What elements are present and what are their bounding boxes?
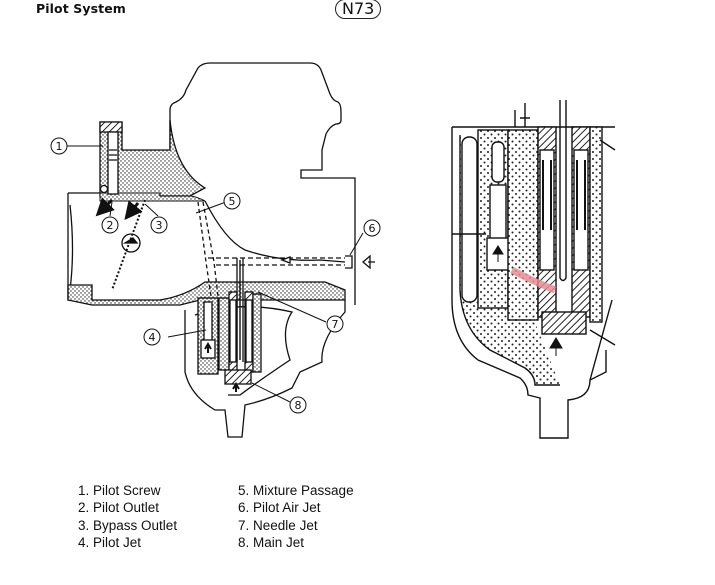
callout-7: 7	[326, 315, 344, 333]
leader-lines	[67, 145, 364, 403]
legend-item: 1. Pilot Screw	[78, 483, 161, 498]
svg-text:1: 1	[56, 140, 63, 153]
svg-text:4: 4	[149, 331, 156, 344]
legend-item: 5. Mixture Passage	[238, 483, 354, 498]
callout-8: 8	[289, 396, 307, 414]
callouts: 1 2 3 4 5 6 7 8	[50, 137, 381, 414]
callout-2: 2	[101, 216, 119, 234]
legend-left-column: 1. Pilot Screw 2. Pilot Outlet 3. Bypass…	[78, 482, 177, 551]
callout-3: 3	[150, 216, 168, 234]
callout-1: 1	[50, 137, 68, 155]
legend-item: 4. Pilot Jet	[78, 534, 142, 550]
callout-4: 4	[143, 328, 161, 346]
svg-text:5: 5	[229, 195, 236, 208]
svg-text:3: 3	[156, 219, 163, 232]
svg-text:8: 8	[295, 399, 302, 412]
legend-item: 7. Needle Jet	[238, 517, 318, 533]
legend-item: 2. Pilot Outlet	[78, 500, 160, 516]
svg-text:7: 7	[332, 318, 339, 331]
callout-5: 5	[223, 192, 241, 210]
detail-enlargement	[451, 100, 616, 439]
page-title: Pilot System	[36, 1, 126, 16]
legend-item: 3. Bypass Outlet	[78, 517, 178, 533]
main-cross-section	[67, 62, 375, 438]
callout-6: 6	[363, 219, 381, 237]
legend-right-column: 5. Mixture Passage 6. Pilot Air Jet 7. N…	[238, 482, 354, 551]
figure-code-badge: N73	[335, 0, 382, 19]
legend-item: 8. Main Jet	[238, 534, 305, 550]
highlight-passage	[510, 266, 557, 294]
legend-item: 6. Pilot Air Jet	[238, 500, 321, 516]
svg-text:2: 2	[107, 219, 114, 232]
svg-text:6: 6	[369, 222, 376, 235]
